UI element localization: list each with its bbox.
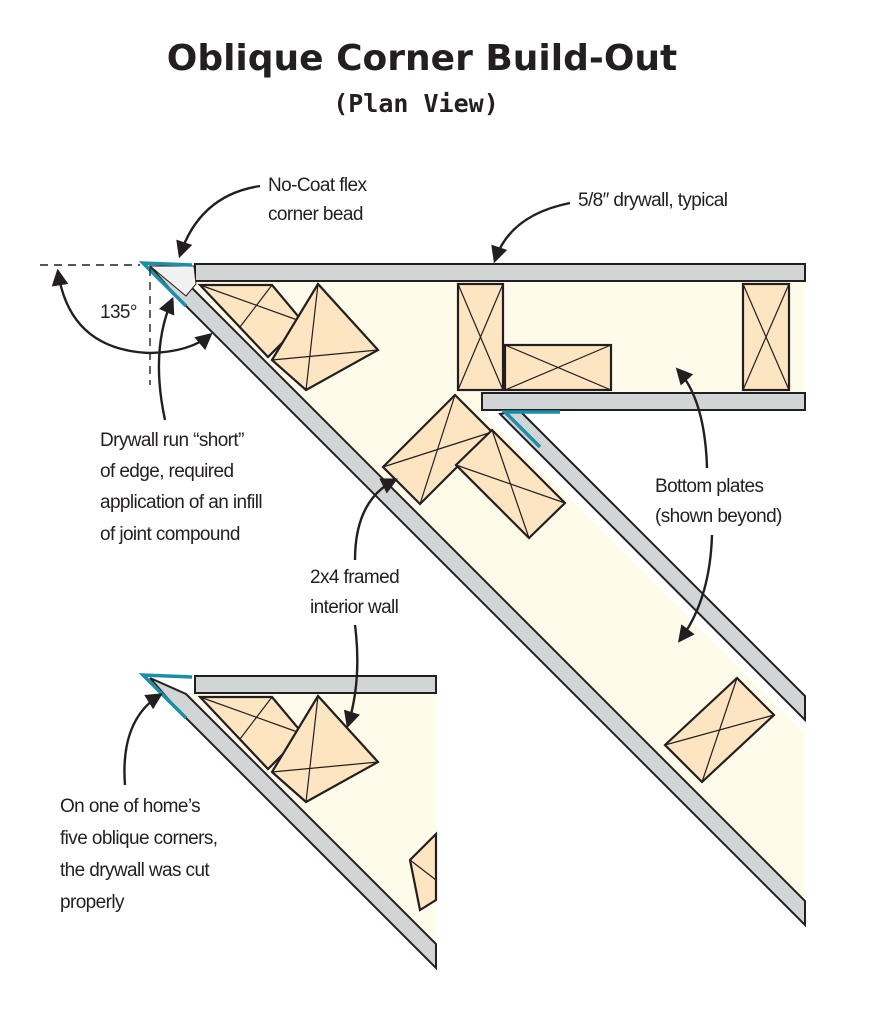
corner-bead-arrow (176, 184, 261, 259)
framed-wall-arrow-down (343, 624, 361, 729)
top-drywall (194, 263, 806, 282)
drywall-label: 5/8″ drywall, typical (578, 190, 727, 211)
bottom-drywall (481, 392, 806, 411)
drywall-arrow (491, 201, 571, 264)
bottom-plates-arrow-up (675, 367, 709, 469)
title: Oblique Corner Build-Out (167, 38, 678, 79)
inset-corner (138, 673, 438, 971)
framed-wall-arrow-up (353, 478, 399, 561)
main-corner (138, 261, 806, 928)
subtitle: (Plan View) (333, 89, 499, 118)
angle-label: 135° (100, 302, 137, 323)
top-drywall (194, 675, 437, 694)
angle-arrow (51, 268, 213, 355)
corner-bead (500, 410, 560, 449)
drywall-short-arrow (157, 296, 175, 421)
stud (408, 831, 438, 912)
bottom-plates-label: Bottom plates(shown beyond) (655, 476, 782, 527)
bottom-plates-arrow-down (677, 534, 714, 643)
corner-bead (138, 673, 193, 720)
room-area (482, 411, 805, 734)
inset-note-arrow (123, 693, 163, 786)
